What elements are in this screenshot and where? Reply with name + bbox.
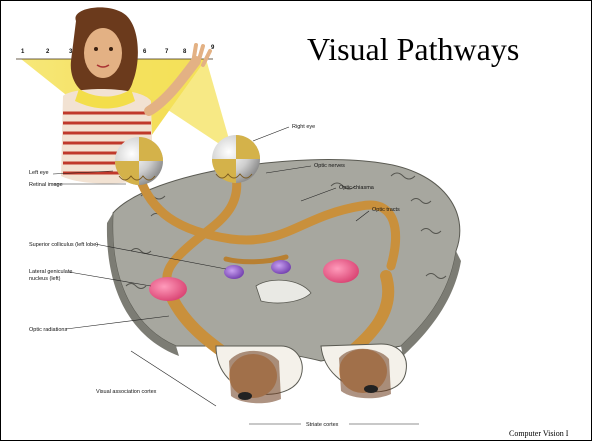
label-optic-radiations: Optic radiations [29, 327, 67, 333]
field-number-8: 8 [183, 49, 187, 55]
field-number-6: 6 [143, 49, 147, 55]
label-visual-association-cortex: Visual association cortex [96, 389, 157, 395]
label-striate-cortex: Striate cortex [306, 422, 339, 428]
field-number-1: 1 [21, 49, 25, 55]
right-eye [212, 135, 260, 183]
slide-title: Visual Pathways [307, 31, 519, 68]
label-retinal-image: Retinal image [29, 182, 63, 188]
label-superior-colliculus: Superior colliculus (left lobe) [29, 242, 98, 248]
label-optic-chiasma: Optic chiasma [339, 185, 375, 191]
label-optic-nerves: Optic nerves [314, 163, 345, 169]
label-lateral-geniculate-2: nucleus (left) [29, 276, 61, 282]
label-optic-tracts: Optic tracts [372, 207, 400, 213]
label-lateral-geniculate: Lateral geniculate [29, 269, 72, 275]
brain-section [107, 160, 461, 361]
left-eye [115, 137, 163, 185]
superior-colliculus-left [224, 265, 244, 279]
lateral-geniculate-right [323, 259, 359, 283]
field-number-2: 2 [46, 49, 50, 55]
slide-footer: Computer Vision I [509, 429, 568, 438]
label-right-eye: Right eye [292, 124, 315, 130]
lateral-geniculate-left [149, 277, 187, 301]
superior-colliculus-right [271, 260, 291, 274]
field-number-9: 9 [211, 45, 215, 51]
label-left-eye: Left eye [29, 170, 49, 176]
field-number-7: 7 [165, 49, 169, 55]
